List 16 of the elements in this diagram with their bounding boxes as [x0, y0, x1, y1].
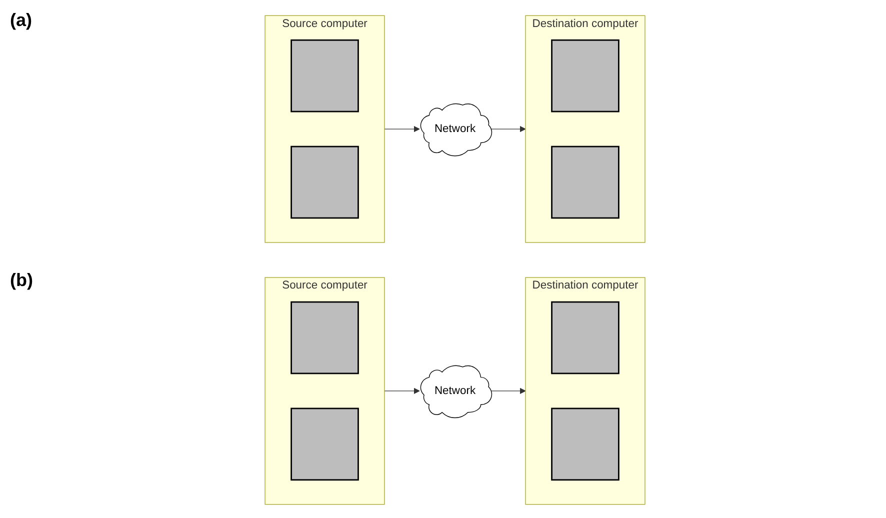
- panel-label: (a): [10, 10, 32, 31]
- arrow: [384, 126, 420, 132]
- network-cloud: Network: [420, 103, 492, 156]
- process-box: [290, 146, 359, 219]
- process-box: [551, 301, 620, 374]
- process-box: [551, 146, 620, 219]
- process-box: [551, 408, 620, 481]
- network-cloud: Network: [420, 365, 492, 418]
- panel-label: (b): [10, 270, 33, 291]
- process-box: [290, 39, 359, 112]
- arrow: [384, 388, 420, 394]
- process-box: [290, 301, 359, 374]
- process-box: [551, 39, 620, 112]
- process-box: [290, 408, 359, 481]
- arrow: [490, 126, 526, 132]
- arrow: [490, 388, 526, 394]
